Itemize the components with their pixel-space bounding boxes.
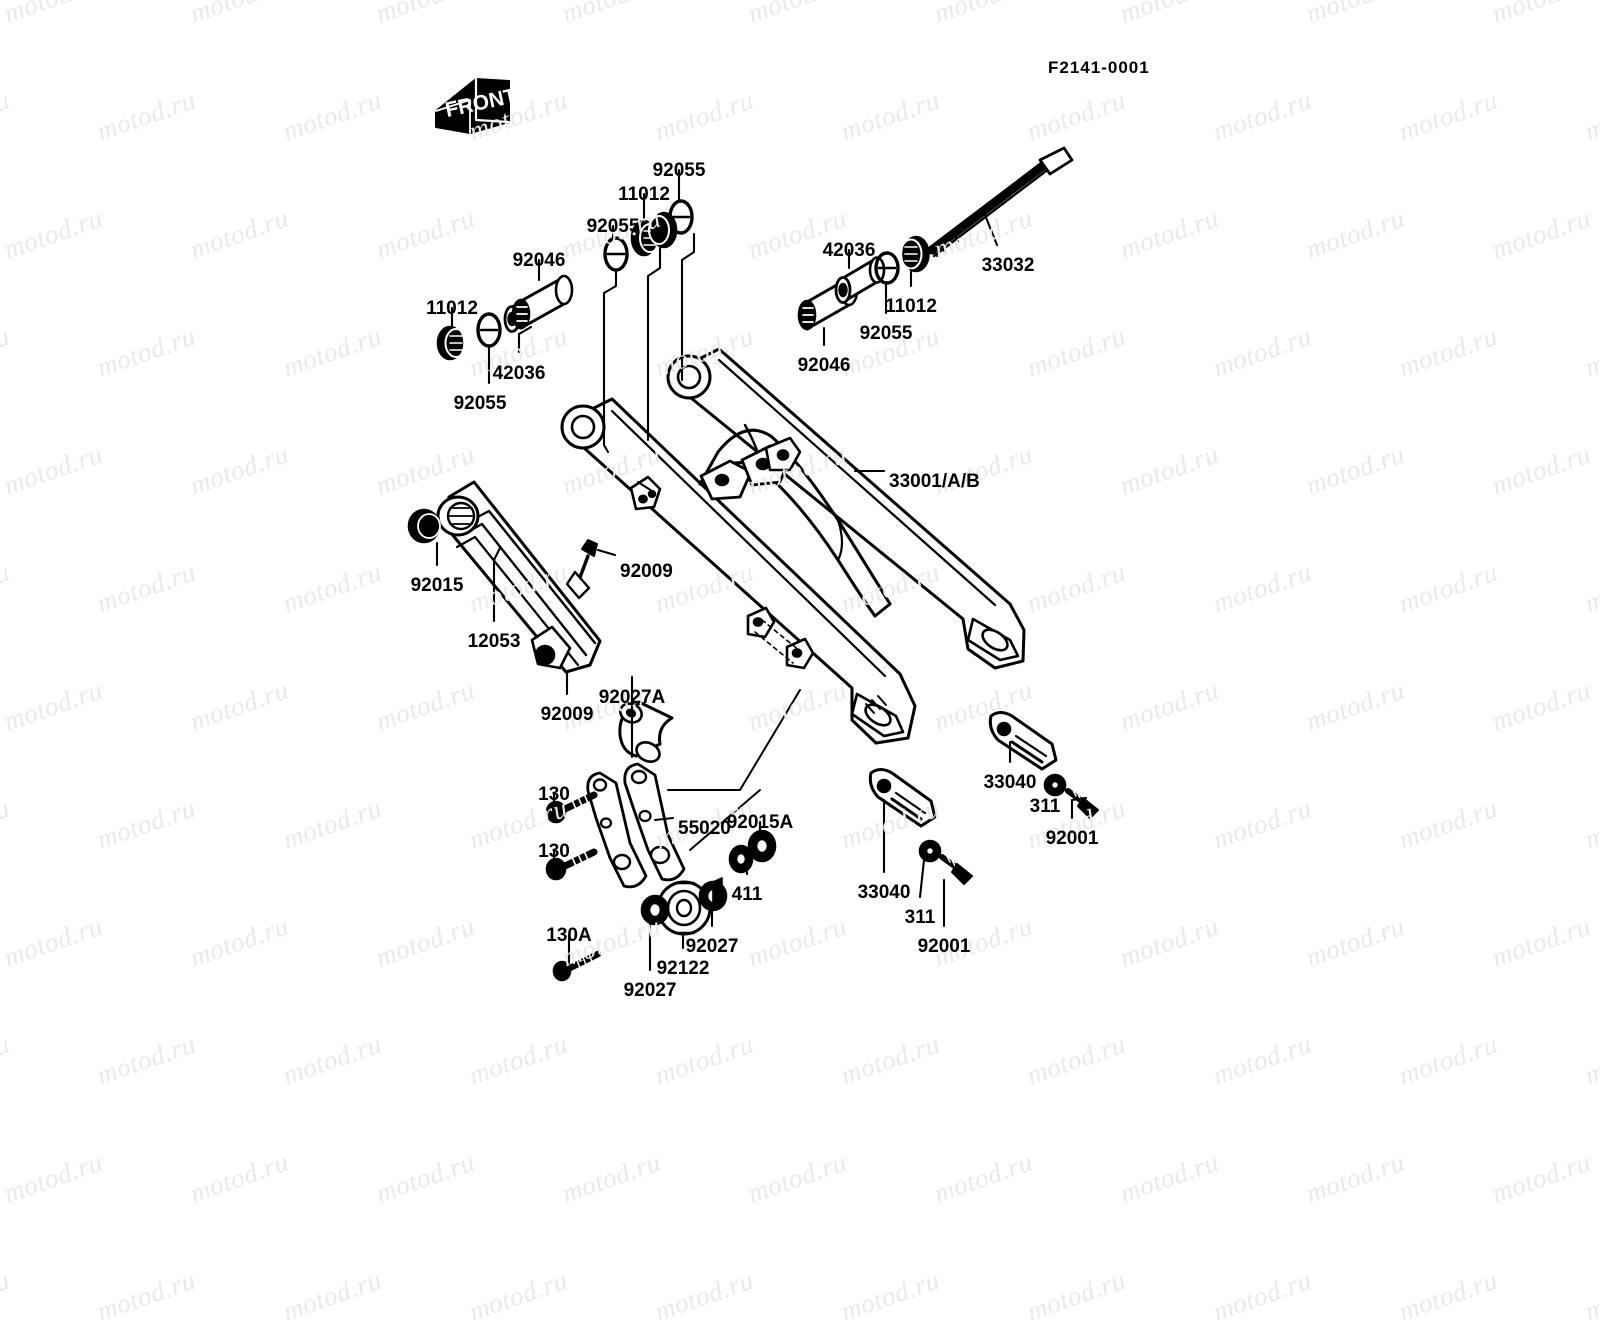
part-33032-pivot-shaft (927, 146, 1074, 258)
leader-lines (435, 168, 1088, 972)
part-label-collar-left: 42036 (492, 363, 546, 384)
watermark-text: motod.ru (0, 1264, 14, 1327)
part-42036-right (834, 256, 886, 304)
part-label-nut-311-upper: 311 (1029, 796, 1061, 817)
part-label-bolt-92001-lower: 92001 (917, 936, 971, 957)
watermark-text: motod.ru (93, 1264, 200, 1327)
part-label-collar-92027-right: 92027 (685, 936, 739, 957)
watermark-text: motod.ru (1395, 1264, 1502, 1327)
watermark-text: motod.ru (837, 1264, 944, 1327)
part-130a-bolt (552, 950, 602, 982)
part-label-oring-left: 92055 (453, 393, 507, 414)
part-label-swingarm: 33001/A/B (889, 471, 980, 492)
part-92009-lower-screw (530, 625, 572, 670)
part-33040-upper (988, 711, 1058, 771)
brace-lugs (699, 436, 802, 501)
lower-bracket-tabs (746, 606, 815, 670)
part-label-nut-311-lower: 311 (904, 907, 936, 928)
part-number-labels: 11012 92055 42036 92046 92055 11012 92055 42036… (410, 160, 1099, 1001)
part-92027-left-collar (640, 894, 670, 926)
part-label-nut-92015a: 92015A (726, 812, 794, 833)
part-label-collar-right: 42036 (822, 240, 876, 261)
diagram-code: F2141-0001 (1048, 58, 1150, 77)
watermark-text: motod.ru (1209, 1264, 1316, 1327)
part-label-collar-92027a: 92027A (598, 687, 666, 708)
part-label-cap-left: 11012 (426, 298, 478, 319)
part-11012-left (436, 325, 468, 361)
part-label-collar-92027-left: 92027 (623, 980, 677, 1001)
watermark-text: motod.ru (651, 1264, 758, 1327)
part-12053-chain-guide (407, 480, 602, 674)
part-label-roller-92122: 92122 (656, 958, 710, 979)
part-label-chain-adjuster-upper: 33040 (983, 772, 1037, 793)
part-label-cap-right: 11012 (885, 296, 937, 317)
part-92046-left (511, 274, 574, 330)
part-label-chain-cover: 55020 (678, 818, 731, 839)
part-33001-swingarm (560, 347, 1026, 745)
part-label-cap-center: 11012 (618, 184, 670, 205)
cable-guide-tab (629, 475, 662, 511)
watermark-text: motod.ru (465, 1264, 572, 1327)
part-label-oring-center-right: 92055 (652, 160, 706, 181)
part-92009-upper-screw (565, 539, 598, 600)
part-label-washer-411: 411 (731, 884, 763, 905)
part-label-screw-upper: 92009 (620, 561, 673, 582)
part-92001-upper-bolt (1065, 787, 1099, 819)
part-92027-right-collar (698, 877, 728, 912)
part-55020-brackets (586, 689, 801, 889)
part-label-pivot-shaft: 33032 (981, 255, 1035, 276)
watermark-text: motod.ru (1023, 1264, 1130, 1327)
part-label-bolt-130-upper: 130 (538, 784, 570, 805)
part-label-screw-lower: 92009 (540, 704, 594, 725)
part-92015-nut (407, 508, 441, 544)
part-label-bolt-92001-upper: 92001 (1045, 828, 1099, 849)
part-label-bolt-130-lower: 130 (538, 841, 570, 862)
part-label-bearing-left: 92046 (512, 250, 566, 271)
watermark-text: motod.ru (279, 1264, 386, 1327)
part-label-chain-guide: 12053 (467, 631, 521, 652)
part-label-bearing-right: 92046 (797, 355, 851, 376)
watermark-text: motod.ru (1581, 1264, 1600, 1327)
part-130-bolts (545, 791, 598, 881)
part-label-nut-chainguide: 92015 (410, 575, 464, 596)
part-92055-left (476, 312, 502, 348)
part-92055-right (874, 251, 900, 285)
part-label-oring-right: 92055 (859, 323, 913, 344)
part-label-chain-adjuster-lower: 33040 (857, 882, 911, 903)
part-33040-lower (868, 768, 937, 828)
part-92015a-nut (747, 829, 777, 863)
part-11012-right (899, 235, 930, 273)
part-label-bolt-130a: 130A (546, 925, 592, 946)
part-411-washer (728, 844, 754, 874)
part-311-lower-nut (918, 839, 942, 863)
part-92001-lower-bolt (939, 853, 973, 885)
part-label-oring-center-left: 92055 (586, 216, 640, 237)
parts-illustration: FRONT (407, 77, 1099, 982)
part-92055-center-right (668, 199, 694, 235)
